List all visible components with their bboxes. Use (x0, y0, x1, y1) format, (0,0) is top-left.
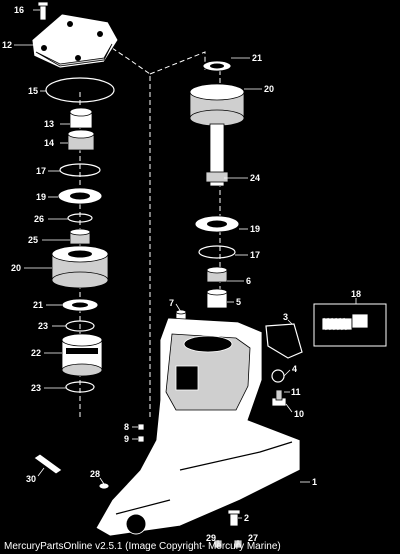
callout-17-left: 17 (36, 166, 46, 176)
callout-1: 1 (312, 477, 317, 487)
callout-13: 13 (44, 119, 54, 129)
callout-19-right: 19 (250, 224, 260, 234)
callout-5: 5 (236, 297, 241, 307)
callout-8: 8 (124, 422, 129, 432)
part-18-valve-assembly[interactable] (313, 303, 387, 347)
callout-22: 22 (31, 348, 41, 358)
part-17-shim-right[interactable] (198, 245, 236, 259)
callout-28: 28 (90, 469, 100, 479)
callout-30: 30 (26, 474, 36, 484)
part-6-bushing[interactable] (206, 266, 228, 283)
callout-23-upper: 23 (38, 321, 48, 331)
callout-15: 15 (28, 86, 38, 96)
callout-6: 6 (246, 276, 251, 286)
part-5-sleeve[interactable] (206, 288, 228, 309)
callout-19-left: 19 (36, 192, 46, 202)
part-28-seal[interactable] (98, 482, 110, 490)
part-16-screw[interactable] (37, 1, 49, 21)
callout-11: 11 (291, 387, 301, 397)
callout-27: 27 (248, 533, 258, 543)
part-17-shim-left[interactable] (59, 163, 101, 177)
part-8-9-pins[interactable] (137, 423, 145, 443)
callout-26: 26 (34, 214, 44, 224)
callout-labels: 16 12 15 13 14 17 19 26 25 20 21 23 22 2… (2, 5, 361, 543)
part-3-gasket[interactable] (265, 323, 303, 359)
part-24-driveshaft[interactable] (205, 123, 229, 187)
part-12-cover-plate[interactable] (31, 13, 119, 69)
callout-7: 7 (169, 298, 174, 308)
part-30-pin[interactable] (33, 453, 63, 475)
callout-25: 25 (28, 235, 38, 245)
part-19-thrust-bearing-right[interactable] (194, 215, 240, 233)
callout-12: 12 (2, 40, 12, 50)
part-25-clutch-pin[interactable] (69, 228, 91, 245)
part-22-bearing-assembly[interactable] (61, 333, 103, 377)
callout-17-right: 17 (250, 250, 260, 260)
callout-4: 4 (292, 364, 297, 374)
part-4-o-ring[interactable] (271, 369, 285, 383)
part-2-stud[interactable] (227, 509, 241, 527)
callout-24: 24 (250, 173, 260, 183)
callout-20-left: 20 (11, 263, 21, 273)
part-13-bearing[interactable] (69, 107, 93, 129)
part-19-thrust-bearing-left[interactable] (57, 187, 103, 205)
callout-18: 18 (351, 289, 361, 299)
part-20-pinion-gear-right[interactable] (189, 83, 245, 127)
part-26-retainer[interactable] (67, 213, 93, 223)
part-10-11-fitting[interactable] (271, 389, 287, 407)
callout-2: 2 (244, 513, 249, 523)
part-1-gear-housing[interactable] (95, 317, 301, 537)
callout-21-right: 21 (252, 53, 262, 63)
callout-29: 29 (206, 533, 216, 543)
callout-21-left: 21 (33, 300, 43, 310)
callout-9: 9 (124, 434, 129, 444)
part-14-bearing[interactable] (67, 129, 95, 151)
callout-3: 3 (283, 312, 288, 322)
part-15-o-ring[interactable] (45, 77, 115, 103)
callout-14: 14 (44, 138, 54, 148)
part-21-bearing-race-left[interactable] (61, 298, 99, 312)
callout-23-lower: 23 (31, 383, 41, 393)
callout-10: 10 (294, 409, 304, 419)
callout-20-right: 20 (264, 84, 274, 94)
part-21-bearing-cup-right[interactable] (202, 60, 232, 72)
copyright-caption: MercuryPartsOnline v2.5.1 (Image Copyrig… (4, 541, 281, 552)
part-23-shim-lower[interactable] (65, 381, 95, 393)
callout-16: 16 (14, 5, 24, 15)
part-20-forward-gear-left[interactable] (51, 245, 109, 289)
leader-lines (14, 9, 357, 544)
